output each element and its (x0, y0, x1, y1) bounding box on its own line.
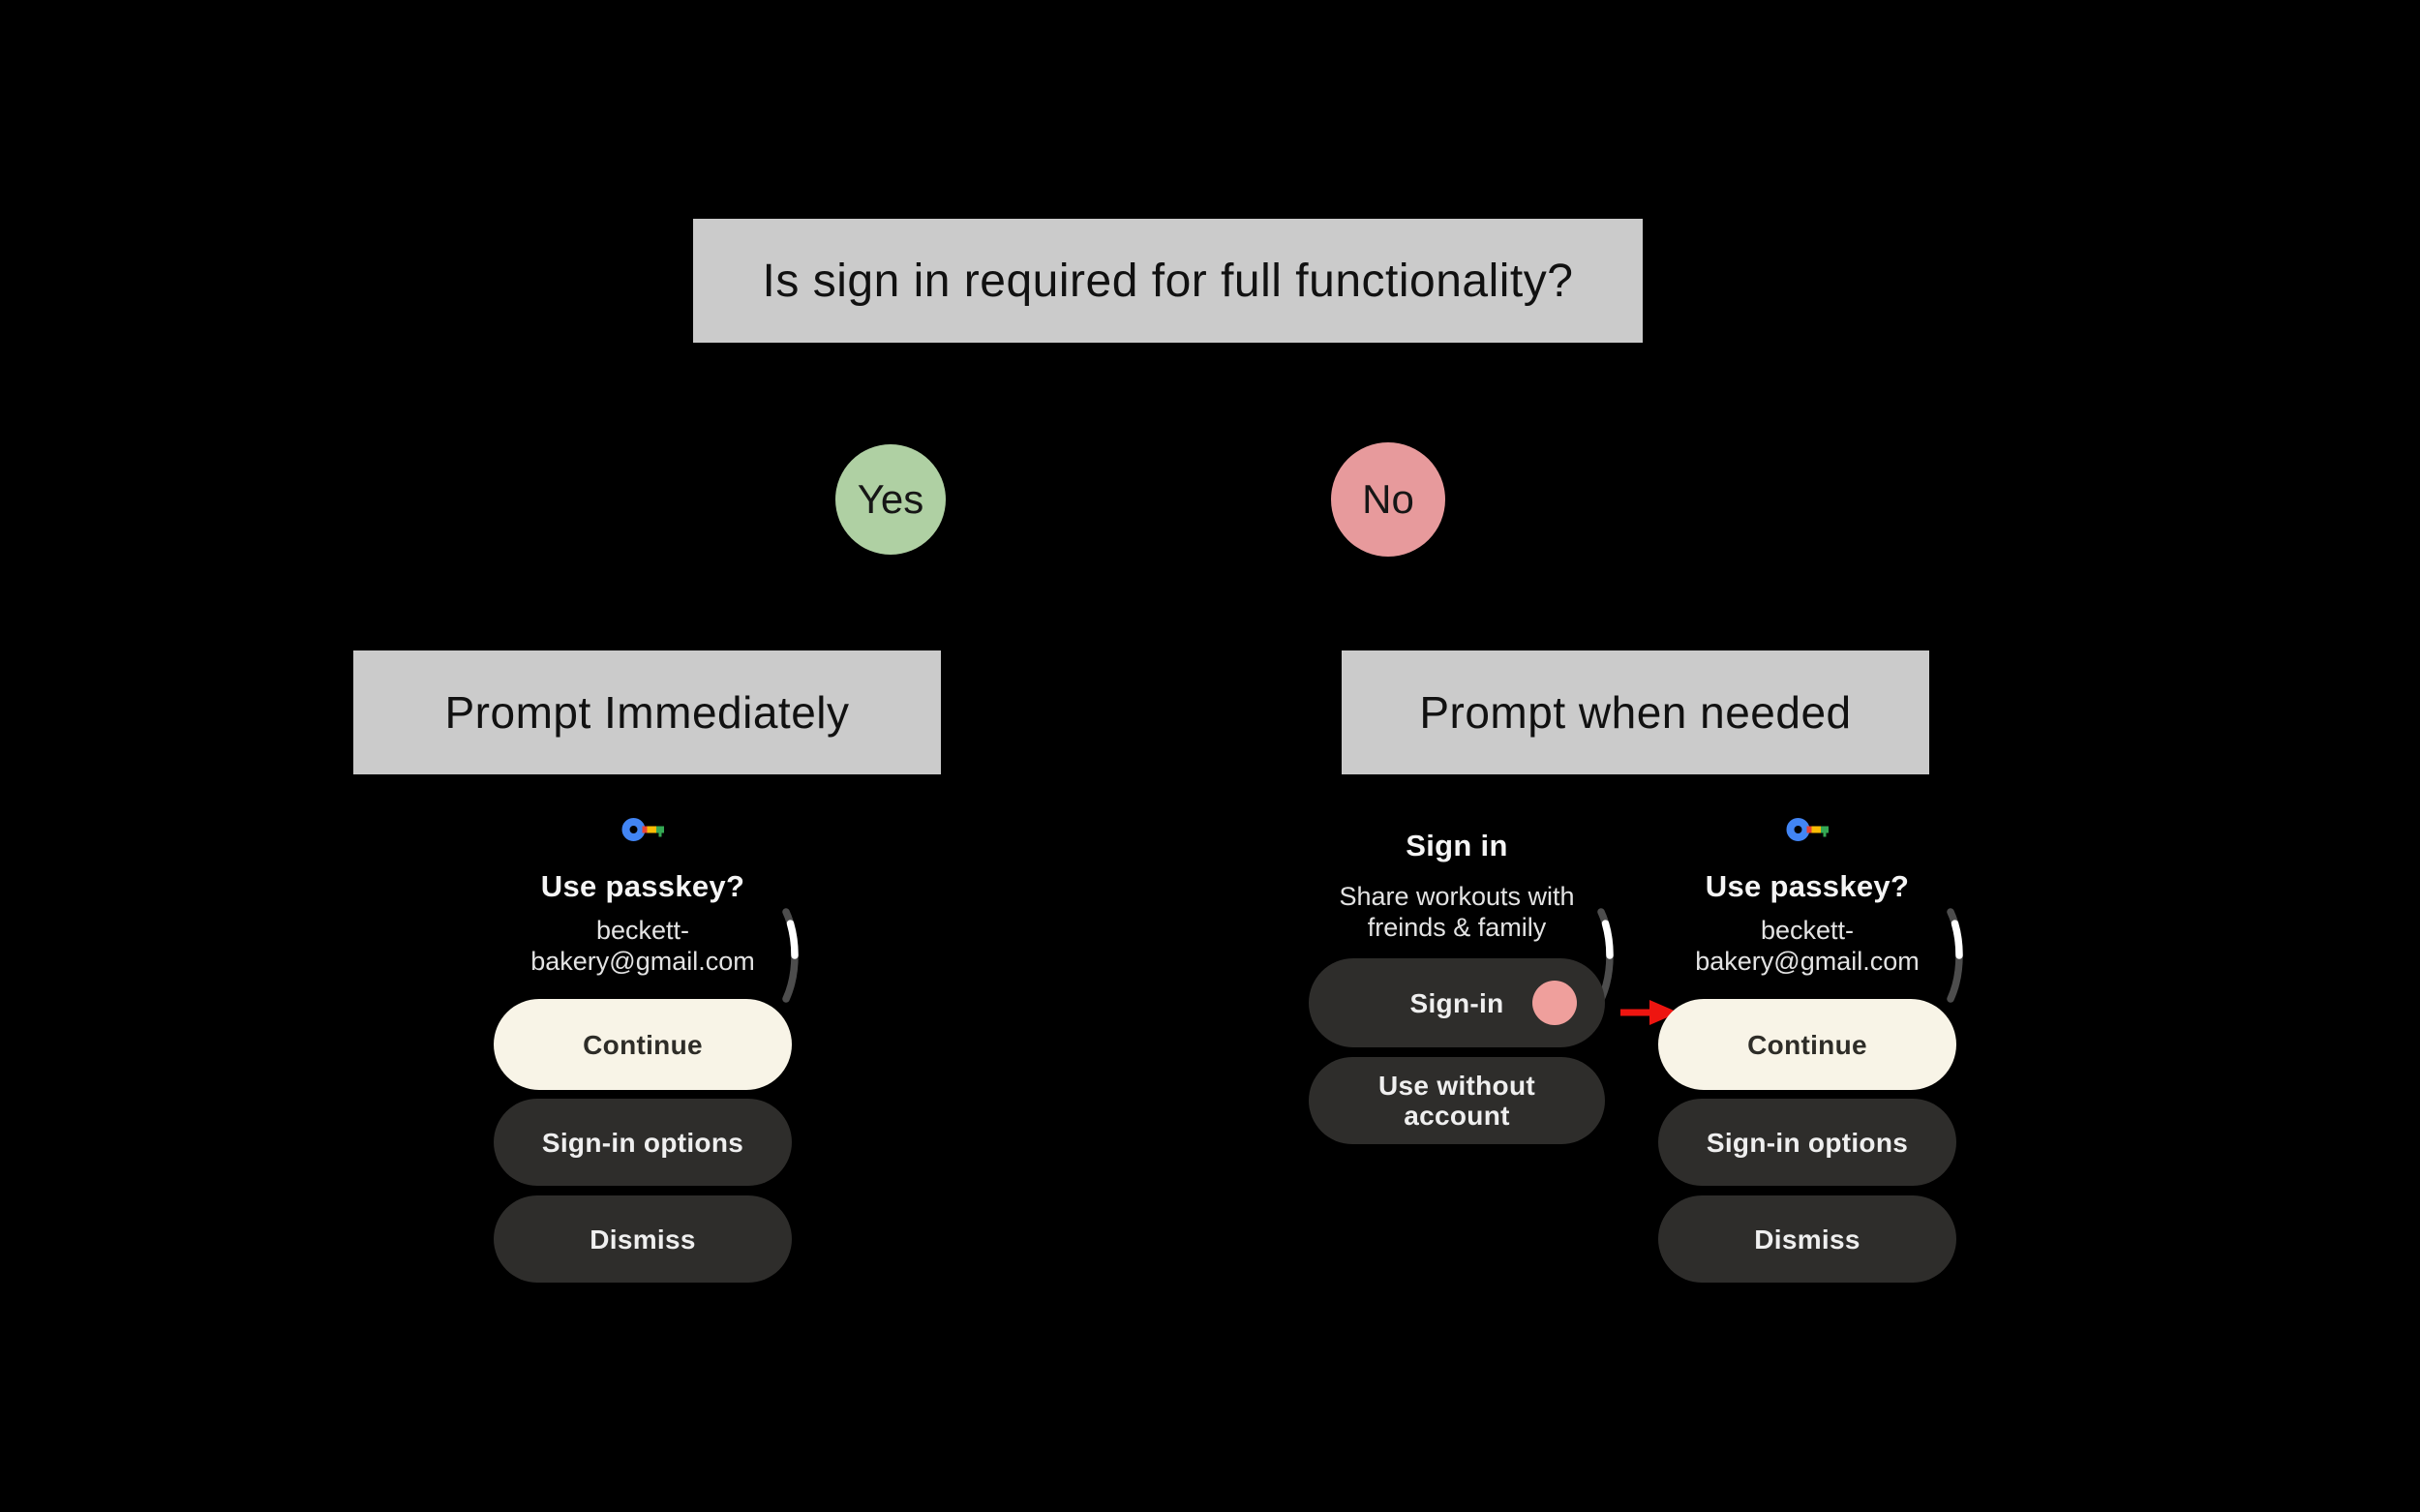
passkey-email-line1: beckett- (595, 916, 690, 945)
sign-in-button[interactable]: Sign-in (1309, 958, 1605, 1047)
use-without-account-line1: Use without (1378, 1071, 1535, 1101)
decision-title-box: Is sign in required for full functionali… (693, 219, 1643, 343)
passkey-key-icon (1786, 817, 1829, 847)
sign-in-options-button[interactable]: Sign-in options (1658, 1099, 1956, 1186)
sign-in-options-button[interactable]: Sign-in options (494, 1099, 792, 1186)
passkey-email-line2: bakery@gmail.com (530, 947, 755, 976)
scroll-indicator (780, 908, 805, 1008)
continue-button[interactable]: Continue (494, 999, 792, 1090)
flow-arrow-icon (1618, 997, 1680, 1033)
signin-subtitle-line1: Share workouts with (1339, 882, 1575, 911)
signin-screen-title: Sign in (1406, 829, 1508, 862)
passkey-email: beckett- bakery@gmail.com (459, 915, 827, 977)
signin-subtitle-line2: freinds & family (1367, 913, 1547, 942)
passkey-email: beckett- bakery@gmail.com (1623, 915, 1991, 977)
use-without-account-button[interactable]: Use without account (1309, 1057, 1605, 1144)
scroll-indicator (1945, 908, 1970, 1008)
decision-title-text: Is sign in required for full functionali… (762, 255, 1574, 307)
no-node: No (1331, 442, 1445, 557)
passkey-title: Use passkey? (540, 869, 745, 903)
branch-box-prompt-immediately: Prompt Immediately (353, 650, 941, 774)
passkey-title: Use passkey? (1705, 869, 1910, 903)
branch-left-label: Prompt Immediately (444, 687, 850, 738)
dismiss-button[interactable]: Dismiss (1658, 1195, 1956, 1283)
continue-button[interactable]: Continue (1658, 999, 1956, 1090)
passkey-email-line2: bakery@gmail.com (1695, 947, 1920, 976)
sign-in-button-label: Sign-in (1409, 987, 1504, 1018)
use-without-account-line2: account (1404, 1101, 1510, 1131)
yes-node: Yes (835, 444, 946, 555)
passkey-email-line1: beckett- (1760, 916, 1855, 945)
branch-box-prompt-when-needed: Prompt when needed (1342, 650, 1929, 774)
passkey-key-icon (621, 817, 664, 847)
signin-screen-subtitle: Share workouts with freinds & family (1273, 881, 1641, 943)
branch-right-label: Prompt when needed (1419, 687, 1852, 738)
scroll-indicator (1595, 908, 1620, 1008)
yes-node-label: Yes (857, 476, 924, 522)
no-node-label: No (1362, 476, 1414, 522)
dismiss-button[interactable]: Dismiss (494, 1195, 792, 1283)
tap-indicator (1532, 981, 1577, 1025)
